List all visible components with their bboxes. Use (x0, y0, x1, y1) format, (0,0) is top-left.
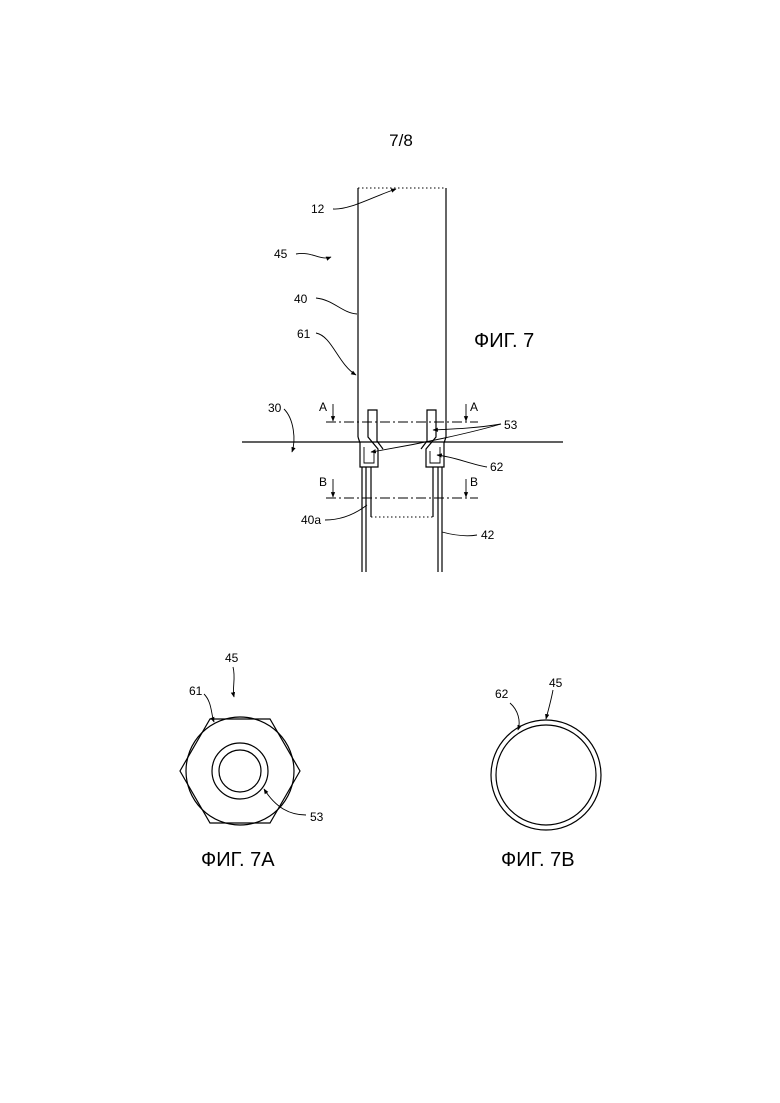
leader-40a (325, 505, 367, 520)
leader-45 (296, 253, 331, 258)
leader-fig7b-62 (510, 703, 519, 730)
ref-40: 40 (294, 292, 308, 306)
ring-62-outer (491, 720, 601, 830)
section-b-right-label: B (470, 475, 478, 489)
fig7a-ref-45: 45 (225, 651, 239, 665)
connector-ring-53-inner (219, 750, 261, 792)
leader-30 (284, 409, 294, 452)
leader-42 (442, 532, 477, 536)
ring-62-inner (496, 725, 596, 825)
leader-fig7a-45 (233, 667, 234, 697)
ref-62: 62 (490, 460, 504, 474)
section-a-right-label: A (470, 400, 478, 414)
fig7a-caption: ФИГ. 7A (201, 849, 275, 871)
ref-53: 53 (504, 418, 518, 432)
leader-40 (316, 298, 357, 314)
ref-42: 42 (481, 528, 495, 542)
leader-12 (333, 189, 396, 209)
fig7b-ref-62: 62 (495, 687, 509, 701)
fig7b-drawing (491, 690, 601, 830)
leader-fig7b-45 (546, 690, 553, 719)
ref-30: 30 (268, 401, 282, 415)
ref-12: 12 (311, 202, 325, 216)
leader-fig7a-53 (264, 789, 306, 815)
fig7b-caption: ФИГ. 7B (501, 849, 575, 871)
ref-61: 61 (297, 327, 311, 341)
fig7a-ref-61: 61 (189, 684, 203, 698)
fig7-drawing (242, 188, 563, 572)
left-connector-outer (358, 410, 383, 467)
leader-fig7a-61 (204, 694, 214, 722)
outer-ring (186, 717, 294, 825)
section-a-left-label: A (319, 400, 327, 414)
fig7-caption: ФИГ. 7 (474, 330, 534, 352)
leader-61 (316, 333, 356, 375)
section-b-left-label: B (319, 475, 327, 489)
connector-ring-53-outer (212, 743, 268, 799)
ref-40a: 40a (301, 513, 321, 527)
page-number: 7/8 (389, 131, 413, 150)
fig7b-ref-45: 45 (549, 676, 563, 690)
fig7a-ref-53: 53 (310, 810, 324, 824)
hex-nut-61 (180, 719, 300, 823)
ref-45: 45 (274, 247, 288, 261)
left-connector-inner (364, 447, 374, 463)
